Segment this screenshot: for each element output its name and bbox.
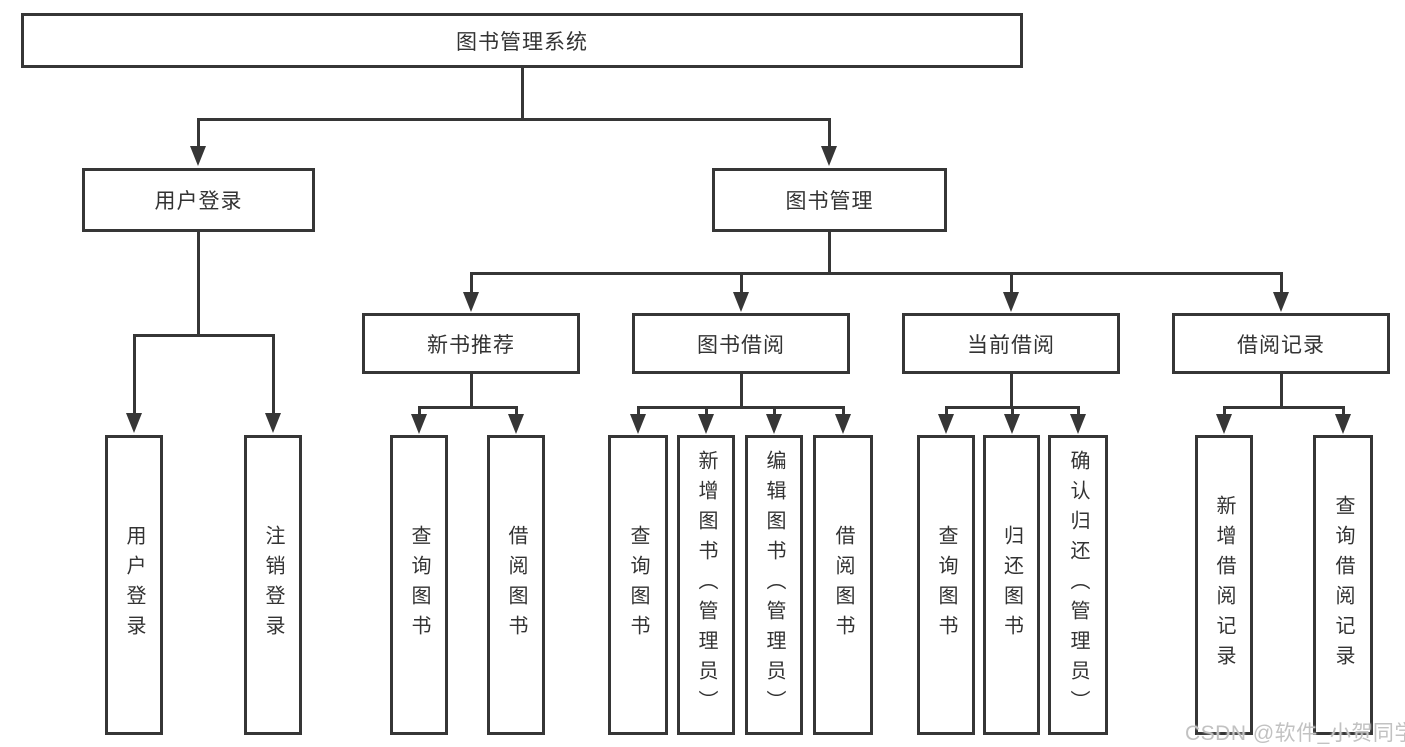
arrow-down-icon — [411, 414, 427, 434]
connector-line — [828, 118, 831, 146]
node-book-borrowing-label: 图书借阅 — [697, 333, 785, 357]
node-user-login: 用户登录 — [82, 168, 315, 232]
leaf-records-query-record-label: 查询借阅记录 — [1332, 495, 1354, 675]
leaf-user-login: 用户登录 — [105, 435, 163, 735]
node-book-management-label: 图书管理 — [785, 190, 874, 213]
leaf-current-query-books: 查询图书 — [917, 435, 975, 735]
node-borrowing-records-label: 借阅记录 — [1237, 333, 1325, 357]
csdn-watermark: CSDN @软件_小贺同学 — [1185, 722, 1405, 745]
connector-line — [1342, 406, 1345, 414]
arrow-down-icon — [1004, 414, 1020, 434]
connector-line — [197, 118, 200, 146]
arrow-down-icon — [1335, 414, 1351, 434]
connector-line — [1223, 406, 1226, 414]
leaf-borrowing-query-books: 查询图书 — [608, 435, 668, 735]
connector-line — [1077, 406, 1080, 414]
connector-line — [1010, 272, 1013, 292]
arrow-down-icon — [1003, 292, 1019, 312]
leaf-records-query-record: 查询借阅记录 — [1313, 435, 1373, 735]
arrow-down-icon — [1070, 414, 1086, 434]
leaf-recommend-query-books-label: 查询图书 — [408, 525, 430, 645]
connector-line — [521, 68, 524, 119]
arrow-down-icon — [821, 146, 837, 166]
connector-line — [470, 374, 473, 408]
node-borrowing-records: 借阅记录 — [1172, 313, 1390, 374]
leaf-borrowing-borrow-books-label: 借阅图书 — [832, 525, 854, 645]
connector-line — [637, 406, 845, 409]
connector-line — [1011, 406, 1014, 414]
connector-line — [828, 232, 831, 274]
node-current-borrowing-label: 当前借阅 — [967, 333, 1055, 357]
leaf-current-return-books: 归还图书 — [983, 435, 1040, 735]
arrow-down-icon — [630, 414, 646, 434]
node-root-label: 图书管理系统 — [456, 30, 588, 54]
arrow-down-icon — [190, 146, 206, 166]
leaf-borrowing-edit-books-admin: 编辑图书（管理员） — [745, 435, 803, 735]
node-book-management: 图书管理 — [712, 168, 947, 232]
connector-line — [705, 406, 708, 414]
leaf-user-login-label: 用户登录 — [123, 525, 145, 645]
connector-line — [418, 406, 421, 414]
arrow-down-icon — [508, 414, 524, 434]
leaf-recommend-query-books: 查询图书 — [390, 435, 448, 735]
connector-line — [773, 406, 776, 414]
leaf-current-return-books-label: 归还图书 — [1000, 525, 1023, 645]
connector-line — [842, 406, 845, 414]
connector-line — [197, 232, 200, 336]
arrow-down-icon — [463, 292, 479, 312]
connector-line — [1280, 374, 1283, 408]
arrow-down-icon — [766, 414, 782, 434]
arrow-down-icon — [835, 414, 851, 434]
connector-line — [740, 272, 743, 292]
node-user-login-label: 用户登录 — [154, 190, 243, 213]
node-current-borrowing: 当前借阅 — [902, 313, 1120, 374]
leaf-current-confirm-return-admin: 确认归还（管理员） — [1048, 435, 1108, 735]
connector-line — [740, 374, 743, 408]
arrow-down-icon — [265, 413, 281, 433]
connector-line — [470, 272, 473, 292]
connector-line — [418, 406, 518, 409]
leaf-borrowing-add-books-admin: 新增图书（管理员） — [677, 435, 735, 735]
arrow-down-icon — [1216, 414, 1232, 434]
connector-line — [1223, 406, 1345, 409]
connector-line — [1010, 374, 1013, 408]
leaf-current-confirm-return-admin-label: 确认归还（管理员） — [1067, 450, 1089, 720]
leaf-recommend-borrow-books: 借阅图书 — [487, 435, 545, 735]
arrow-down-icon — [126, 413, 142, 433]
leaf-logout: 注销登录 — [244, 435, 302, 735]
connector-line — [515, 406, 518, 414]
connector-line — [272, 334, 275, 413]
node-book-borrowing: 图书借阅 — [632, 313, 850, 374]
connector-line — [470, 272, 1282, 275]
arrow-down-icon — [698, 414, 714, 434]
connector-line — [945, 406, 948, 414]
node-new-book-recommend-label: 新书推荐 — [427, 333, 515, 357]
arrow-down-icon — [733, 292, 749, 312]
connector-line — [133, 334, 136, 413]
leaf-borrowing-edit-books-admin-label: 编辑图书（管理员） — [763, 450, 785, 720]
leaf-records-add-record-label: 新增借阅记录 — [1213, 495, 1235, 675]
arrow-down-icon — [938, 414, 954, 434]
leaf-borrowing-add-books-admin-label: 新增图书（管理员） — [695, 450, 717, 720]
leaf-logout-label: 注销登录 — [262, 525, 284, 645]
node-root-library-system: 图书管理系统 — [21, 13, 1023, 68]
connector-line — [1280, 272, 1283, 292]
leaf-borrowing-query-books-label: 查询图书 — [627, 525, 649, 645]
arrow-down-icon — [1273, 292, 1289, 312]
connector-line — [197, 118, 831, 121]
leaf-borrowing-borrow-books: 借阅图书 — [813, 435, 873, 735]
leaf-current-query-books-label: 查询图书 — [935, 525, 957, 645]
connector-line — [637, 406, 640, 414]
leaf-records-add-record: 新增借阅记录 — [1195, 435, 1253, 735]
connector-line — [133, 334, 275, 337]
leaf-recommend-borrow-books-label: 借阅图书 — [505, 525, 527, 645]
node-new-book-recommend: 新书推荐 — [362, 313, 580, 374]
